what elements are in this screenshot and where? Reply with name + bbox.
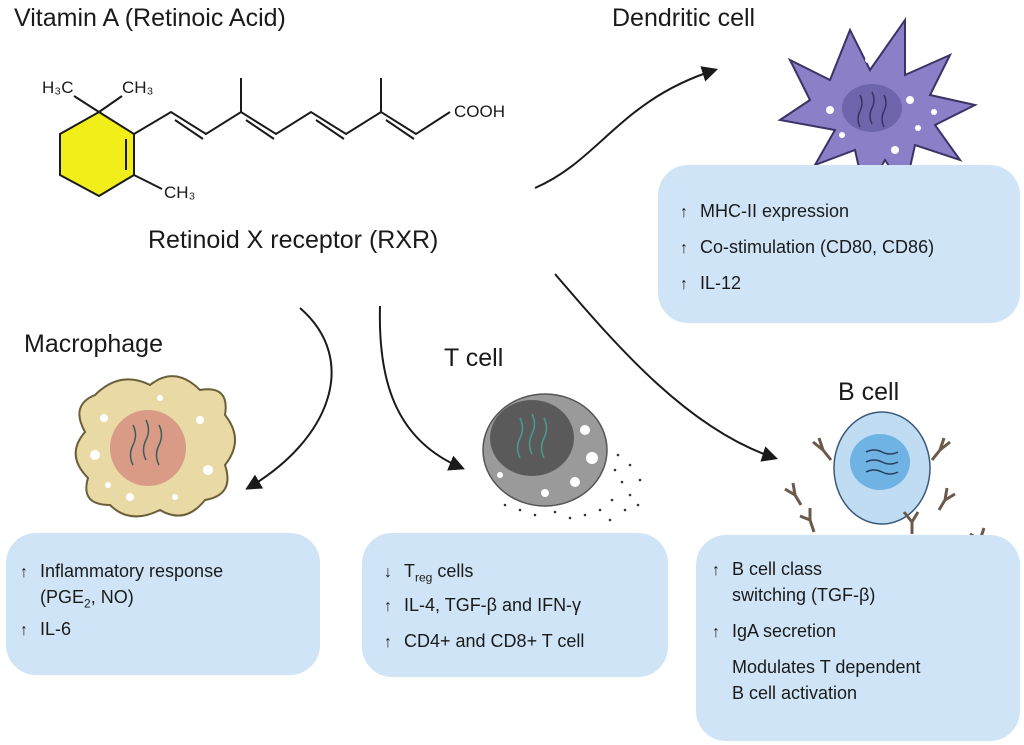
ring-methyl-label-3: CH₃ xyxy=(164,183,196,202)
b-cell-effect-3: Modulates T dependent xyxy=(732,657,921,677)
dendritic-effects-box: ↑MHC-II expression ↑Co-stimulation (CD80… xyxy=(658,165,1020,323)
b-cell-illustration xyxy=(784,411,986,606)
dendritic-effect-2: ↑Co-stimulation (CD80, CD86) xyxy=(680,237,935,257)
rxr-label: Retinoid X receptor (RXR) xyxy=(148,226,439,254)
b-cell-effect-1: ↑B cell class xyxy=(712,559,823,579)
macrophage-effects-box: ↑Inflammatory response (PGE2, NO) ↑IL-6 xyxy=(6,533,320,675)
t-cell-title: T cell xyxy=(444,344,504,372)
macrophage-effect-1: ↑Inflammatory response xyxy=(20,561,224,581)
up-arrow-icon: ↑ xyxy=(20,564,28,581)
dendritic-cell-illustration xyxy=(777,16,978,198)
up-arrow-icon: ↑ xyxy=(712,562,720,579)
down-arrow-icon: ↓ xyxy=(384,564,392,581)
up-arrow-icon: ↑ xyxy=(20,622,28,639)
ring-methyl-label-1: H₃C xyxy=(42,78,74,97)
carboxyl-label: COOH xyxy=(454,102,505,121)
b-cell-title: B cell xyxy=(838,378,900,406)
dendritic-cell-title: Dendritic cell xyxy=(612,4,756,32)
dendritic-effect-3: ↑IL-12 xyxy=(680,273,742,293)
t-cell-effect-2: ↑IL-4, TGF-β and IFN-γ xyxy=(384,595,582,615)
macrophage-effect-1-detail: (PGE2, NO) xyxy=(40,587,134,611)
cyclohexene-ring xyxy=(59,110,135,198)
b-cell-effects-box: ↑B cell class switching (TGF-β) ↑IgA sec… xyxy=(696,535,1020,741)
up-arrow-icon: ↑ xyxy=(384,634,392,651)
t-cell-effect-3: ↑CD4+ and CD8+ T cell xyxy=(384,631,585,651)
retinoic-acid-structure xyxy=(59,78,451,198)
macrophage-title: Macrophage xyxy=(24,330,163,358)
arrow-to-macrophage xyxy=(245,307,333,490)
macrophage-illustration xyxy=(74,375,236,518)
up-arrow-icon: ↑ xyxy=(712,624,720,641)
arrow-to-tcell xyxy=(378,305,465,471)
macrophage-effect-2: ↑IL-6 xyxy=(20,619,72,639)
up-arrow-icon: ↑ xyxy=(680,204,688,221)
arrow-to-bcell xyxy=(554,273,779,462)
vitamin-a-title: Vitamin A (Retinoic Acid) xyxy=(14,4,286,32)
b-cell-effect-2: ↑IgA secretion xyxy=(712,621,837,641)
dendritic-effect-1: ↑MHC-II expression xyxy=(680,201,850,221)
t-cell-effects-box: ↓Treg cells ↑IL-4, TGF-β and IFN-γ ↑CD4+… xyxy=(362,533,668,677)
ring-methyl-label-2: CH₃ xyxy=(122,78,154,97)
b-cell-effect-1-detail: switching (TGF-β) xyxy=(732,585,876,605)
t-cell-illustration xyxy=(482,393,642,522)
up-arrow-icon: ↑ xyxy=(680,276,688,293)
up-arrow-icon: ↑ xyxy=(384,598,392,615)
b-cell-effect-3-detail: B cell activation xyxy=(732,683,858,703)
arrow-to-dendritic xyxy=(534,66,719,189)
t-cell-effect-1: ↓Treg cells xyxy=(384,561,474,585)
up-arrow-icon: ↑ xyxy=(680,240,688,257)
